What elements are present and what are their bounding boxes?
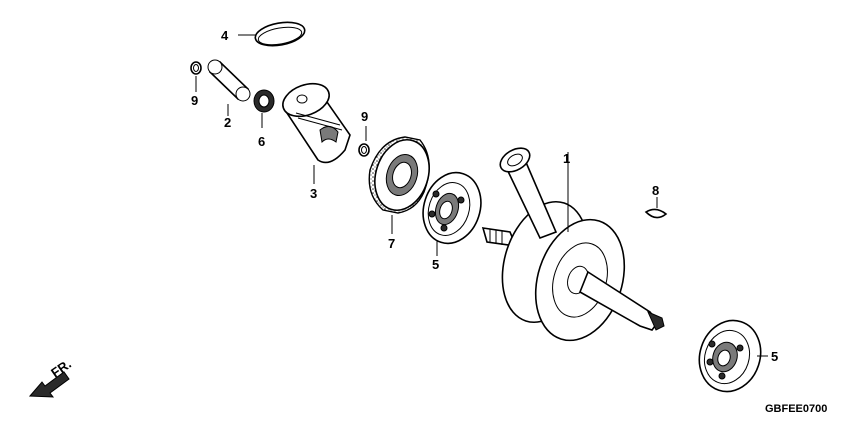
callout-5-right: 5 [771, 349, 778, 364]
piston-pin-part [207, 59, 251, 116]
callout-6: 6 [258, 134, 265, 149]
callout-3: 3 [310, 186, 317, 201]
callout-9-right: 9 [361, 109, 368, 124]
crankshaft-part [481, 147, 665, 342]
needle-bearing-part [253, 89, 275, 128]
piston-part [282, 82, 351, 184]
callout-7: 7 [388, 236, 395, 251]
piston-pin-clip-left-part [190, 61, 202, 92]
callout-5-center: 5 [432, 257, 439, 272]
diagram-code: GBFEE0700 [765, 403, 827, 415]
piston-ring-part [238, 21, 306, 47]
oil-seal-part [368, 136, 430, 234]
callout-1: 1 [563, 151, 570, 166]
callout-4: 4 [221, 28, 229, 43]
callout-9-left: 9 [191, 93, 198, 108]
direction-label: FR. [48, 356, 74, 380]
callout-2: 2 [224, 115, 231, 130]
bearing-center-part [422, 171, 482, 256]
woodruff-key-part [644, 197, 668, 219]
piston-pin-clip-right-part [358, 126, 370, 157]
front-direction-arrow: FR. [28, 356, 74, 398]
bearing-right-part [698, 319, 768, 393]
callout-8: 8 [652, 183, 659, 198]
